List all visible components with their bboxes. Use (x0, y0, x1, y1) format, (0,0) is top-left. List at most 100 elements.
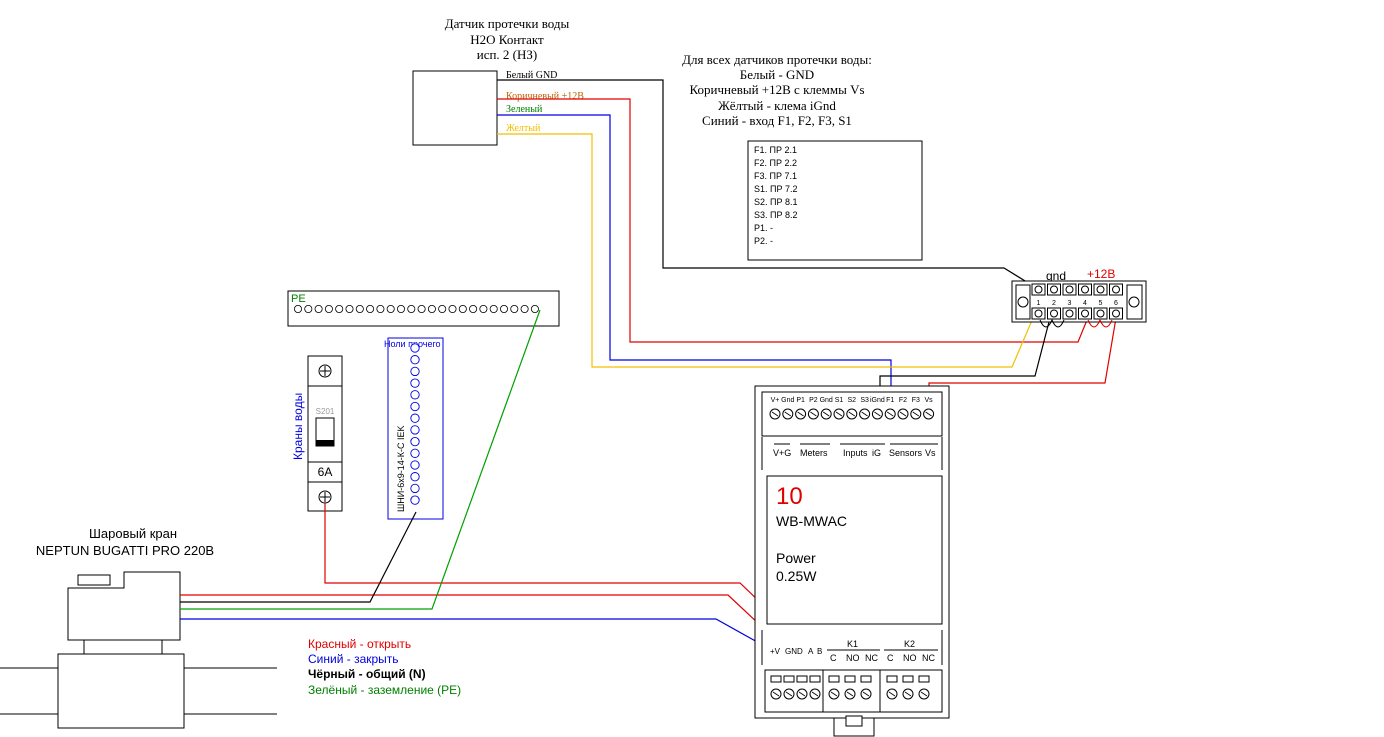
terminal-number: 4 (1083, 300, 1087, 307)
wire-valve-black (180, 511, 417, 603)
module-top-terminal-label: V+ (771, 397, 780, 404)
valve-neck (83, 639, 163, 655)
neutral-hole (410, 483, 420, 494)
module-top-screw-slot (899, 411, 907, 417)
neutral-bus-label: Ноли прочего (384, 339, 441, 349)
module-address: 10 (776, 483, 803, 510)
neutral-hole (410, 460, 420, 470)
ball-valve: Шаровый кран NEPTUN BUGATTI PRO 220В (0, 526, 277, 729)
input-row: F2. ПР 2.2 (754, 158, 797, 168)
bridge-gnd (1039, 318, 1065, 328)
neutral-bus-holes (410, 343, 420, 505)
module-top-screw-slot (771, 411, 779, 417)
group-label: Meters (800, 448, 828, 458)
neutral-hole (410, 413, 420, 423)
module-name: WB-MWAC (776, 513, 847, 529)
bottom-terminal-label: +V (770, 647, 781, 656)
note-line-3: Коричневый +12В с клеммы Vs (689, 82, 864, 97)
sensor-title-2: H2O Контакт (470, 32, 544, 47)
relay-contact: C (887, 653, 894, 663)
module-top-screw-slot (925, 411, 932, 417)
pe-bus-holes (293, 304, 539, 313)
pe-hole (489, 304, 498, 313)
breaker-group-label: Краны воды (291, 393, 305, 460)
terminal-screw-head (1081, 285, 1089, 294)
neutral-hole (410, 472, 420, 482)
module-bottom-tab (783, 675, 795, 683)
module-bottom-screw-slot (798, 691, 806, 697)
module-top-screw-slot (810, 411, 817, 417)
pe-hole (304, 304, 313, 313)
pe-hole (355, 304, 364, 313)
module-top-screw-slot (848, 411, 856, 417)
relay-contact: NO (903, 653, 917, 663)
neutral-hole (410, 436, 420, 447)
relay-contact: NC (922, 653, 935, 663)
module-bottom-screws (770, 675, 930, 700)
module-bottom-tab (828, 675, 840, 683)
module-top-terminal-label: S3 (860, 397, 869, 404)
pe-hole (530, 304, 539, 313)
group-label: Inputs (843, 448, 868, 458)
terminal-screw-head (1112, 309, 1120, 318)
module-bottom-tab (809, 675, 821, 683)
terminal-screw-head (1096, 285, 1105, 294)
wire-12v-module (928, 317, 1117, 404)
module-bottom-tab (796, 675, 808, 683)
bottom-terminal-label: GND (785, 647, 803, 656)
wire-legend-black: Чёрный - общий (N) (308, 667, 426, 681)
wire-label-green: Зеленый (506, 104, 543, 115)
terminal-screw-head (1050, 309, 1058, 318)
pe-hole (499, 304, 508, 313)
module-top-terminal-label: F2 (899, 397, 907, 404)
module-top-screw-slot (784, 411, 792, 417)
pe-hole (427, 304, 436, 313)
terminal-screw-head (1034, 285, 1043, 294)
pe-hole (376, 304, 385, 313)
module-bottom-screw-slot (846, 691, 854, 697)
pe-hole (366, 304, 375, 313)
wire-legend-blue: Синий - закрыть (308, 652, 399, 666)
module-top-terminal-label: Gnd (781, 397, 794, 404)
module-top-screw-slot (861, 411, 868, 417)
water-leak-sensor: Датчик протечки воды H2O Контакт исп. 2 … (412, 16, 584, 146)
pe-hole (417, 304, 426, 313)
module-top-terminal-label: F3 (912, 397, 920, 404)
pe-hole (386, 304, 395, 313)
module-power-label: Power (776, 550, 816, 566)
neutral-hole (410, 355, 420, 365)
module-top-screw-slot (835, 411, 843, 417)
module-bottom-tab (844, 675, 856, 683)
module-bottom-screw-slot (920, 691, 928, 697)
input-row: P1. - (754, 223, 773, 233)
terminal-number: 6 (1114, 300, 1118, 307)
neutral-bus-model: ШНИ-6х9-14-К-С IEK (396, 426, 406, 512)
pe-hole (469, 304, 478, 313)
module-top-screws (769, 408, 935, 420)
module-top-screw-slot (797, 411, 804, 417)
module-top-terminal-label: Vs (925, 397, 934, 404)
relay-contact: C (830, 653, 837, 663)
valve-title-1: Шаровый кран (89, 526, 177, 541)
module-power-value: 0.25W (776, 568, 817, 584)
module-bottom-screw-slot (888, 691, 896, 697)
relay-contact: NO (846, 653, 860, 663)
pe-hole (510, 304, 519, 313)
group-label: Sensors (889, 448, 923, 458)
bottom-terminal-label: B (817, 647, 822, 656)
module-top-terminal-label: P1 (796, 397, 805, 404)
wire-green-input (497, 114, 892, 404)
module-bottom-tab (902, 675, 914, 683)
wire-valve-green (180, 309, 541, 610)
breaker-rating: 6А (318, 465, 333, 479)
relay-name: K1 (847, 639, 858, 649)
module-top-terminal-label: F1 (886, 397, 894, 404)
module-top-terminal-label: P2 (809, 397, 818, 404)
terminal-screw-head (1112, 285, 1120, 294)
sensor-title-1: Датчик протечки воды (445, 16, 570, 31)
wire-white-gnd (497, 79, 1031, 285)
neutral-hole (410, 366, 420, 377)
